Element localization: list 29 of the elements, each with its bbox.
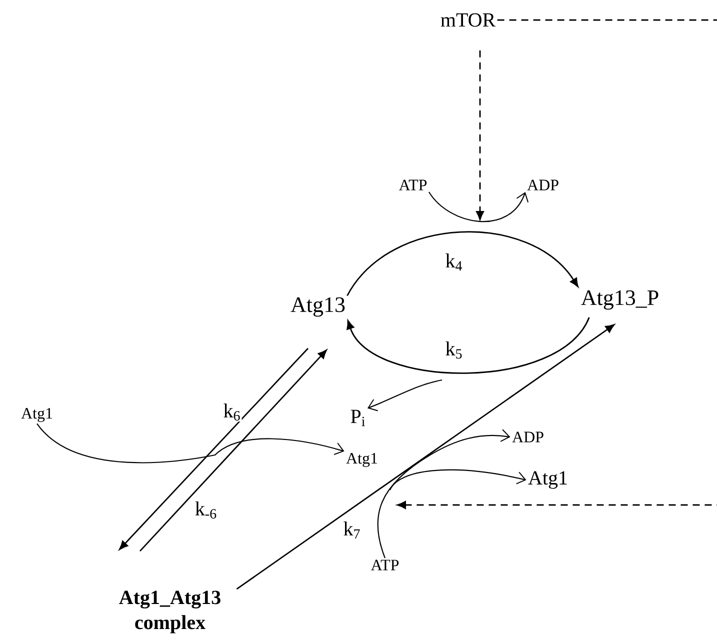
rate-label: k$_{4}$	[444, 252, 464, 272]
arrow	[346, 231, 578, 296]
species-label: ADP	[512, 432, 544, 442]
arrow	[367, 379, 442, 412]
arrow	[346, 317, 590, 374]
arrow	[377, 429, 510, 558]
rate-label: k$_{5}$	[444, 340, 464, 360]
species-label: mTOR	[440, 13, 496, 27]
species-label: ADP	[527, 180, 558, 190]
species-label: P$_{i}$	[350, 410, 365, 426]
rate-label: k$_{6}$	[222, 402, 242, 422]
species-label: Atg1	[346, 453, 378, 468]
arrow	[36, 423, 344, 464]
arrow	[236, 324, 615, 590]
species-label: Atg1	[21, 408, 52, 422]
rate-label: k$_{-6}$	[194, 500, 218, 520]
arrow	[476, 50, 484, 220]
species-label: ATP	[398, 180, 427, 190]
species-label: Atg1_Atg13 complex	[119, 590, 220, 634]
arrow	[390, 469, 526, 490]
arrow	[428, 192, 529, 222]
arrow	[119, 348, 309, 550]
species-label: Atg13_P	[581, 290, 658, 310]
species-label: ATP	[370, 560, 399, 570]
arrow	[140, 350, 327, 552]
arrow	[396, 19, 717, 509]
species-label: Atg13	[290, 297, 345, 317]
rate-label: k$_{7}$	[342, 520, 362, 540]
species-label: Atg1	[528, 471, 567, 489]
